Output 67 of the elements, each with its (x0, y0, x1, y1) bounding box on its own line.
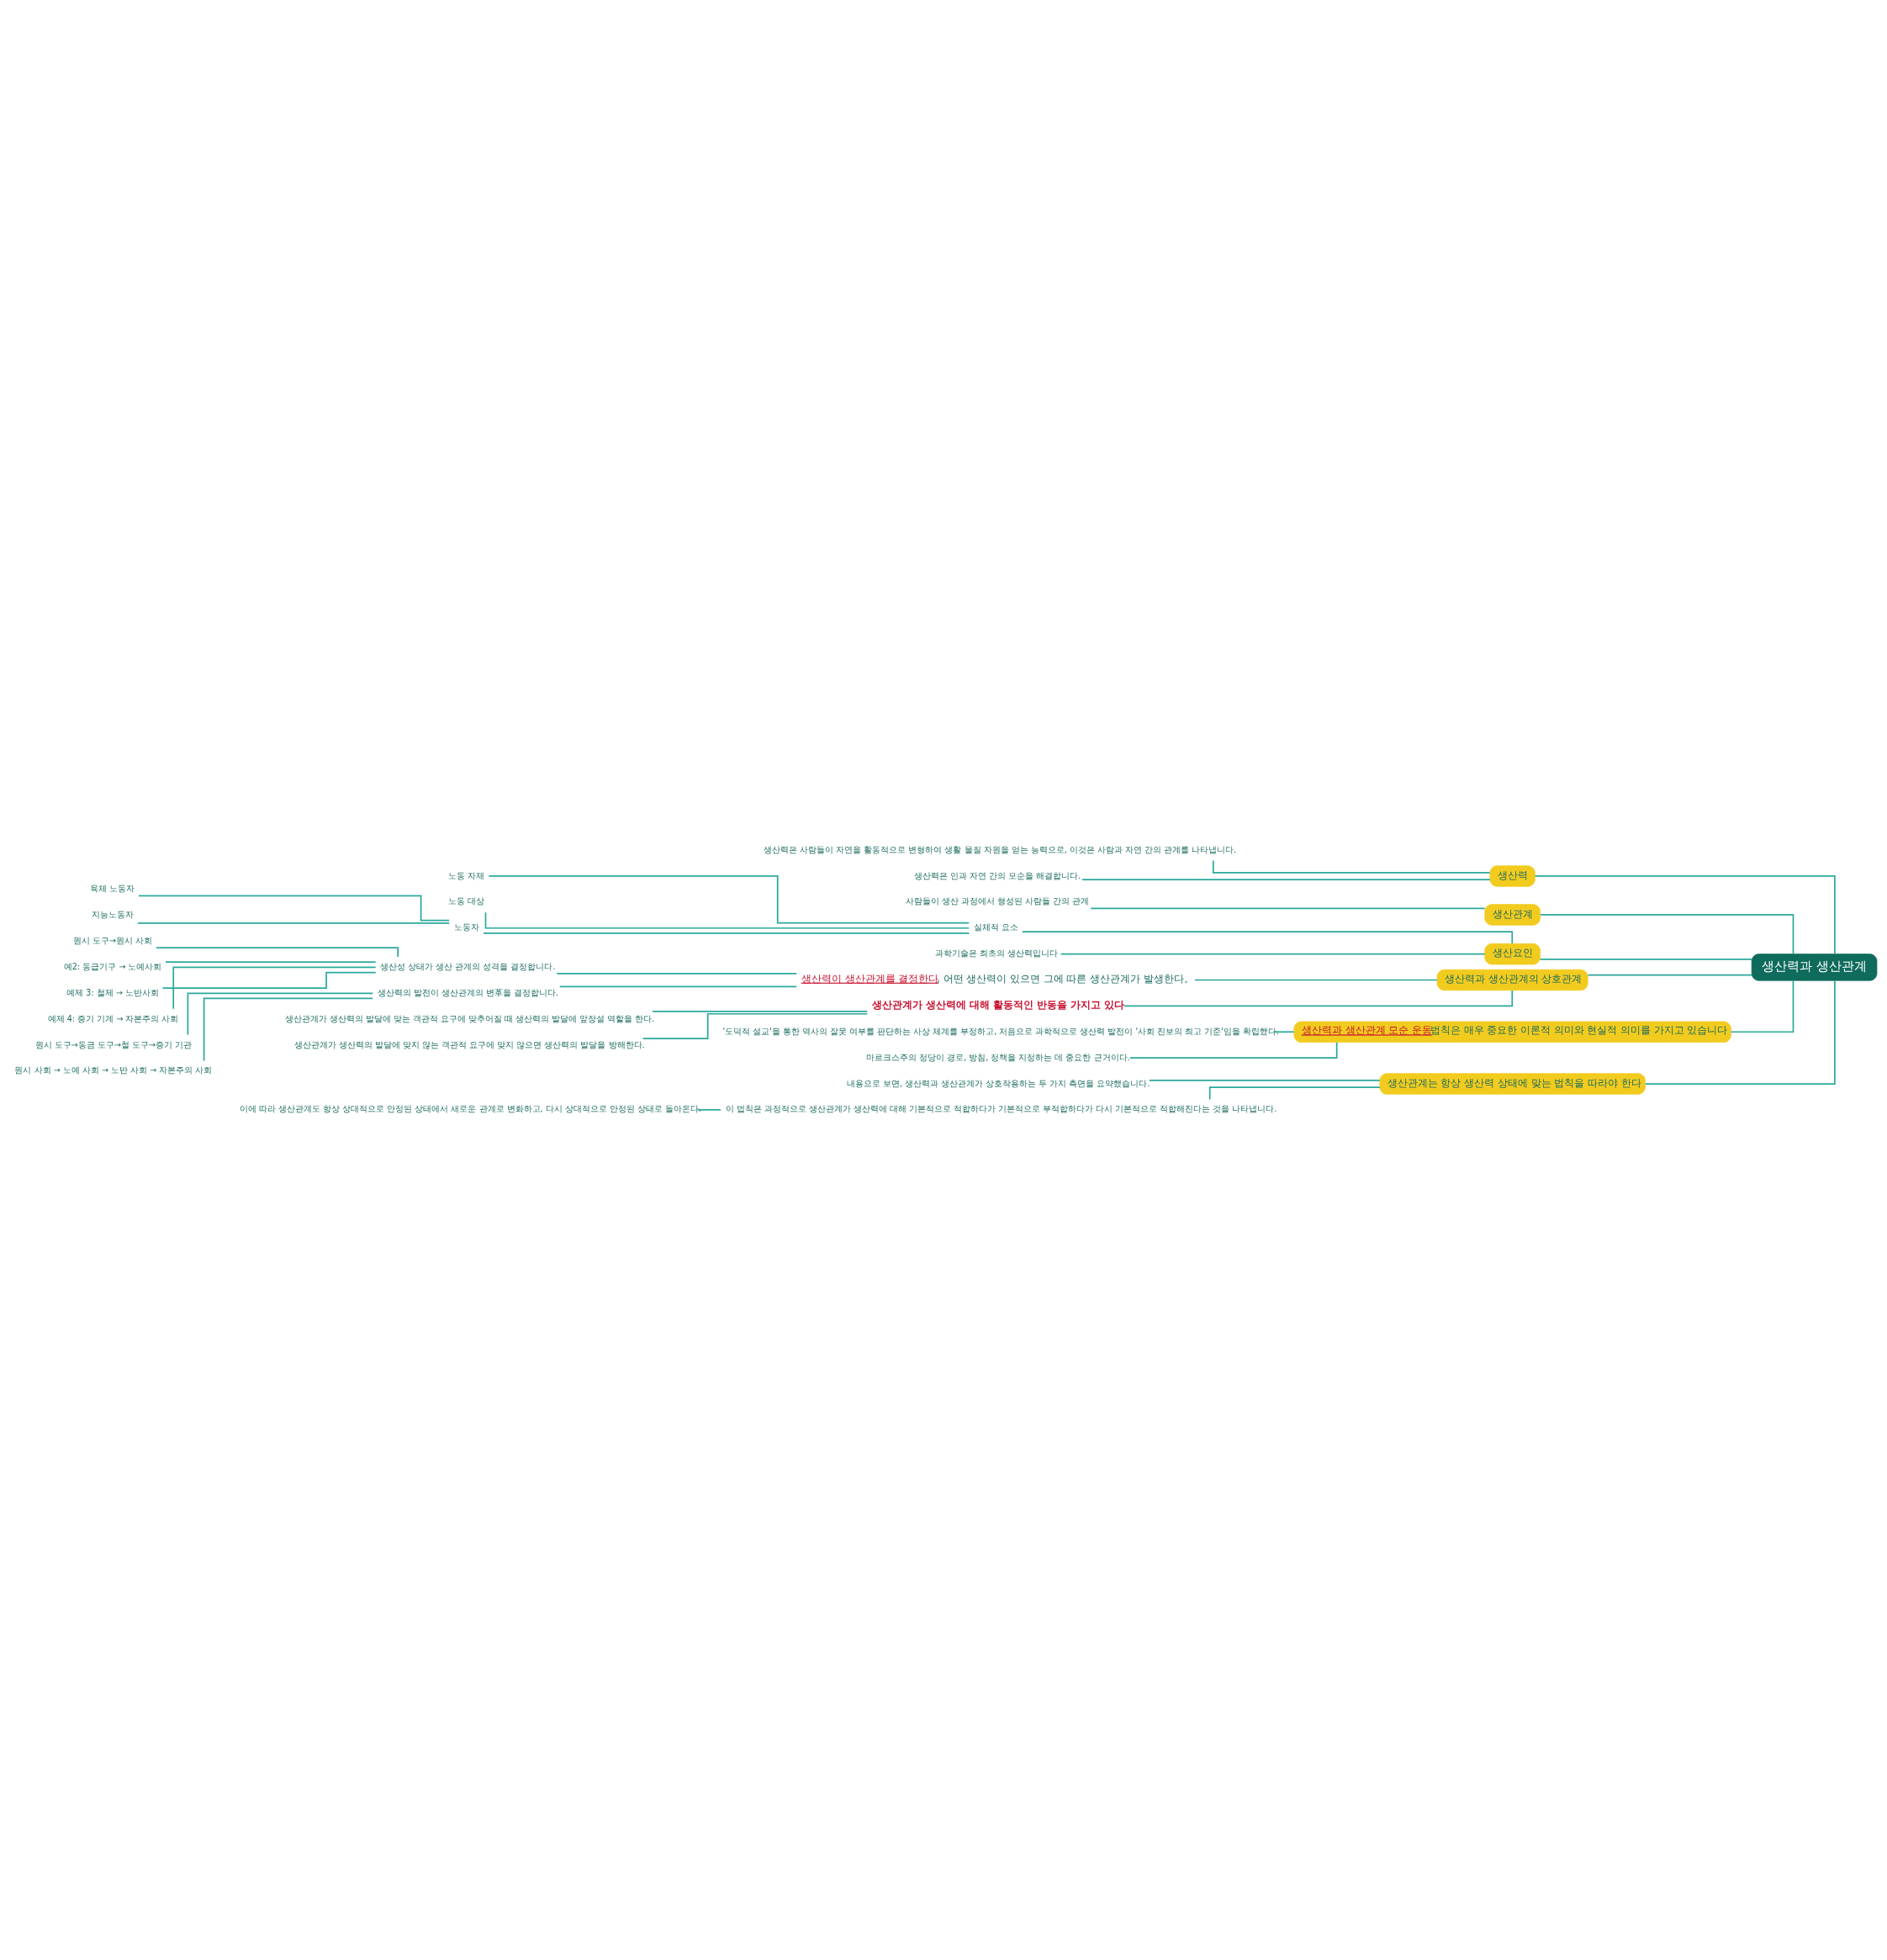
connector (1148, 1080, 1381, 1081)
connector (203, 997, 374, 1062)
connector (558, 985, 798, 988)
node-box: 생산력 (1489, 865, 1536, 887)
connector (161, 971, 377, 989)
connector (642, 1012, 869, 1039)
connector (1212, 859, 1491, 874)
connector (488, 875, 970, 924)
connector (172, 966, 377, 1010)
connector (165, 961, 377, 964)
node-text: 생산성 상태가 생산 관계의 성격을 결정합니다. (380, 961, 556, 971)
node-text: '도덕적 설교'을 통한 역사의 잘못 여부를 판단하는 사상 체계를 부정하고, 처음으로 과학적으로 생산력 발전이 '사회 진보의 최고 기준'임을 확립했다. (722, 1026, 1280, 1036)
node-text: 노동 대상 (448, 896, 485, 906)
node-text: 생산관계가 생산력의 발달에 맞는 객관적 요구에 맞추어질 때 생산력의 발달에 앞장설 역할을 한다. (284, 1013, 655, 1023)
node-text: 지능노동자 (91, 910, 134, 920)
node-box: 생산요인 (1484, 943, 1541, 965)
node-text: 육체 노동자 (90, 884, 135, 894)
node-text: 이에 따라 생산관계도 항상 상대적으로 안정된 상태에서 새로운 관계로 변화하고, 다시 상대적으로 안정된 상태로 돌아온다. (240, 1104, 701, 1114)
node-text: 생산력의 발전이 생산관계의 변革을 결정합니다. (377, 987, 559, 997)
node-text: 마르크스주의 정당이 경로, 방침, 정책을 지정하는 데 중요한 근거이다. (866, 1052, 1130, 1062)
node-text: 생산관계가 생산력의 발달에 맞지 않는 객관적 요구에 맞지 않으면 생산력의 발달을 방해한다. (293, 1039, 645, 1049)
connector (1534, 875, 1836, 955)
node-box: 생산력과 생산관계 (1751, 954, 1878, 981)
connector (1090, 907, 1486, 910)
connector (1587, 974, 1752, 976)
connector (483, 932, 970, 934)
connector (155, 947, 399, 958)
connector (1060, 953, 1486, 955)
node-text: 원시 도구→동금 도구→철 도구→증기 기관 (34, 1039, 192, 1049)
node-text: 내용으로 보면, 생산력과 생산관계가 상호작용하는 두 가지 측면을 요약했습니다. (847, 1078, 1150, 1088)
node-box: 생산관계 (1484, 904, 1541, 926)
connector (138, 895, 450, 922)
node-box: 생산력과 생산관계의 상호관계 (1436, 969, 1588, 991)
connector (1644, 980, 1836, 1085)
connector (1081, 879, 1491, 880)
node-text: 예제 4: 증기 기계 → 자본주의 사회 (47, 1013, 179, 1023)
node-text: 원시 사회 → 노예 사회 → 노반 사회 → 자본주의 사회 (14, 1065, 213, 1075)
connector (1272, 1031, 1295, 1033)
node-text: 생산력이 생산관계를 결정한다, 어떤 생산력이 있으면 그에 따른 생산관계가 발생한다。 (801, 972, 1194, 985)
connector (556, 973, 798, 975)
connector (696, 1109, 722, 1111)
connector (1208, 1086, 1381, 1101)
node-text: 노동자 (453, 922, 479, 932)
node-text: 원시 도구→원시 사회 (72, 936, 152, 946)
connector (1730, 980, 1794, 1033)
node-text: 과학기술은 최초의 생산력입니다 (935, 948, 1059, 959)
connector (652, 1010, 869, 1012)
connector (1021, 931, 1514, 944)
connector (1128, 1041, 1338, 1059)
node-text: 실체적 요소 (974, 922, 1019, 932)
connector (1123, 990, 1514, 1007)
connector (1194, 979, 1438, 981)
node-text: 예제 3: 철제 → 노반사회 (66, 987, 159, 997)
node-text: 생산관계가 생산력에 대해 활동적인 반동을 가지고 있다 (871, 998, 1125, 1011)
node-text: 생산력은 인과 자연 간의 모순을 해결합니다. (913, 870, 1081, 880)
connector (484, 911, 970, 929)
node-box: 생산관계는 항상 생산력 상태에 맞는 법칙을 따라야 한다 (1379, 1073, 1646, 1095)
connector (137, 922, 451, 924)
node-text: 예2: 동급기구 → 노예사회 (63, 961, 162, 971)
node-text: 사람들이 생산 과정에서 형성된 사람들 간의 관계 (905, 896, 1090, 906)
connector (1539, 958, 1752, 960)
node-text: 이 법칙은 과정적으로 생산관계가 생산력에 대해 기본적으로 적합하다가 기본적으로 부적합하다가 다시 기본적으로 적합해진다는 것을 나타냅니다. (725, 1104, 1277, 1114)
node-text: 생산력은 사람들이 자연을 활동적으로 변형하여 생활 물질 자원을 얻는 능력으로, 이것은 사람과 자연 간의 관계를 나타냅니다. (764, 844, 1237, 854)
connector (1540, 914, 1794, 955)
node-box: 생산력과 생산관계 모순 운동법칙은 매우 중요한 이론적 의미와 현실적 의미를 가지고 있습니다 (1293, 1021, 1731, 1043)
connector (187, 992, 374, 1036)
node-text: 노동 자재 (448, 870, 485, 880)
